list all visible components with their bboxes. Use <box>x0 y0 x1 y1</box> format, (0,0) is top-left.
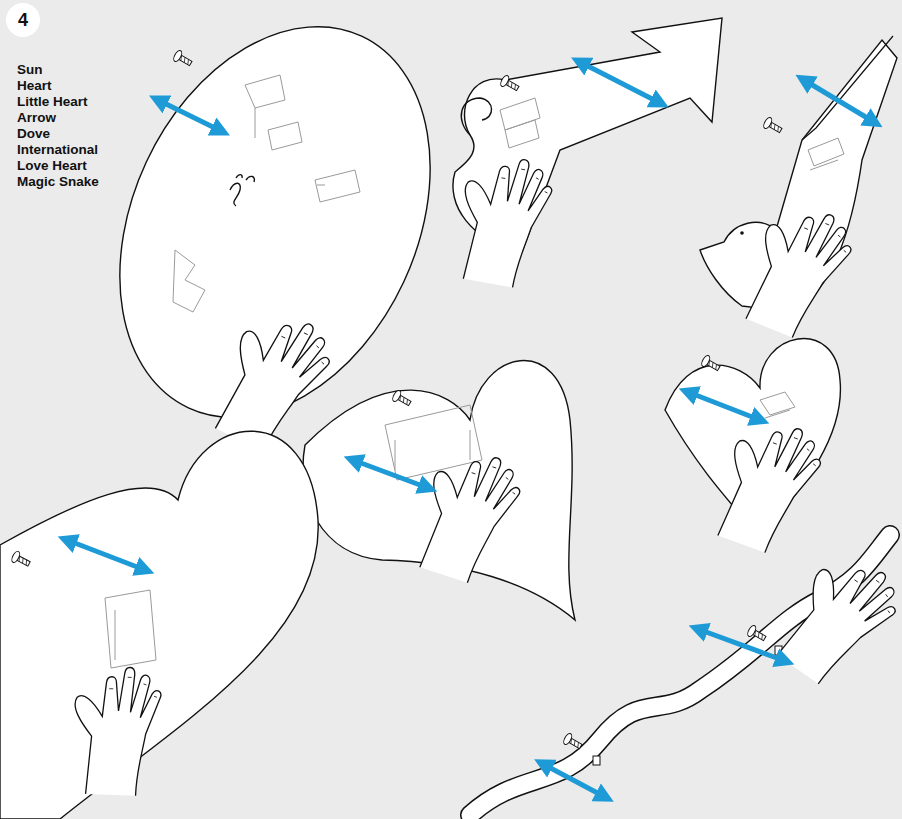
push-arrow <box>67 540 145 570</box>
hand <box>766 543 902 697</box>
screw <box>746 624 768 643</box>
dove-panel <box>700 36 897 346</box>
push-arrow <box>158 100 221 131</box>
hand <box>450 150 556 291</box>
arrow-panel <box>450 18 722 291</box>
part-name: Dove <box>17 126 50 142</box>
part-name: Arrow <box>17 110 56 126</box>
push-arrow <box>353 460 428 488</box>
bracket <box>245 75 302 150</box>
screw <box>172 49 194 68</box>
screw <box>391 389 413 408</box>
arrow-curl <box>461 98 491 135</box>
hand <box>72 666 162 797</box>
bracket <box>808 138 844 170</box>
bracket <box>760 392 795 418</box>
part-name: Magic Snake <box>17 174 99 190</box>
push-arrow <box>688 392 760 420</box>
hand <box>407 441 528 589</box>
bracket <box>173 250 205 312</box>
push-arrow <box>543 764 605 797</box>
bracket <box>105 590 156 668</box>
love-heart-shape <box>0 431 318 819</box>
screw <box>10 550 32 569</box>
bracket <box>500 98 540 148</box>
snake-panel <box>470 535 902 815</box>
part-name: International <box>17 142 98 158</box>
heart-shape <box>303 361 575 620</box>
screw <box>562 732 584 751</box>
bracket <box>315 170 360 202</box>
screw <box>499 74 521 93</box>
sun-face <box>230 175 254 206</box>
part-name: Sun <box>17 62 43 78</box>
push-arrow <box>580 62 660 103</box>
little-heart-panel <box>665 339 840 560</box>
part-name: Heart <box>17 78 52 94</box>
screw <box>700 354 722 373</box>
love-heart-panel <box>0 431 318 819</box>
part-name: Love Heart <box>17 158 87 174</box>
screw <box>762 116 784 135</box>
hand <box>733 195 860 346</box>
bracket <box>593 756 600 765</box>
push-arrow <box>698 629 785 661</box>
dove-eye <box>740 231 744 235</box>
part-name: Little Heart <box>17 94 88 110</box>
push-arrow <box>804 80 874 122</box>
bracket <box>385 405 482 480</box>
board-edge <box>802 36 893 140</box>
heart-panel <box>303 361 575 620</box>
hand <box>705 411 829 560</box>
step-number: 4 <box>6 3 40 37</box>
